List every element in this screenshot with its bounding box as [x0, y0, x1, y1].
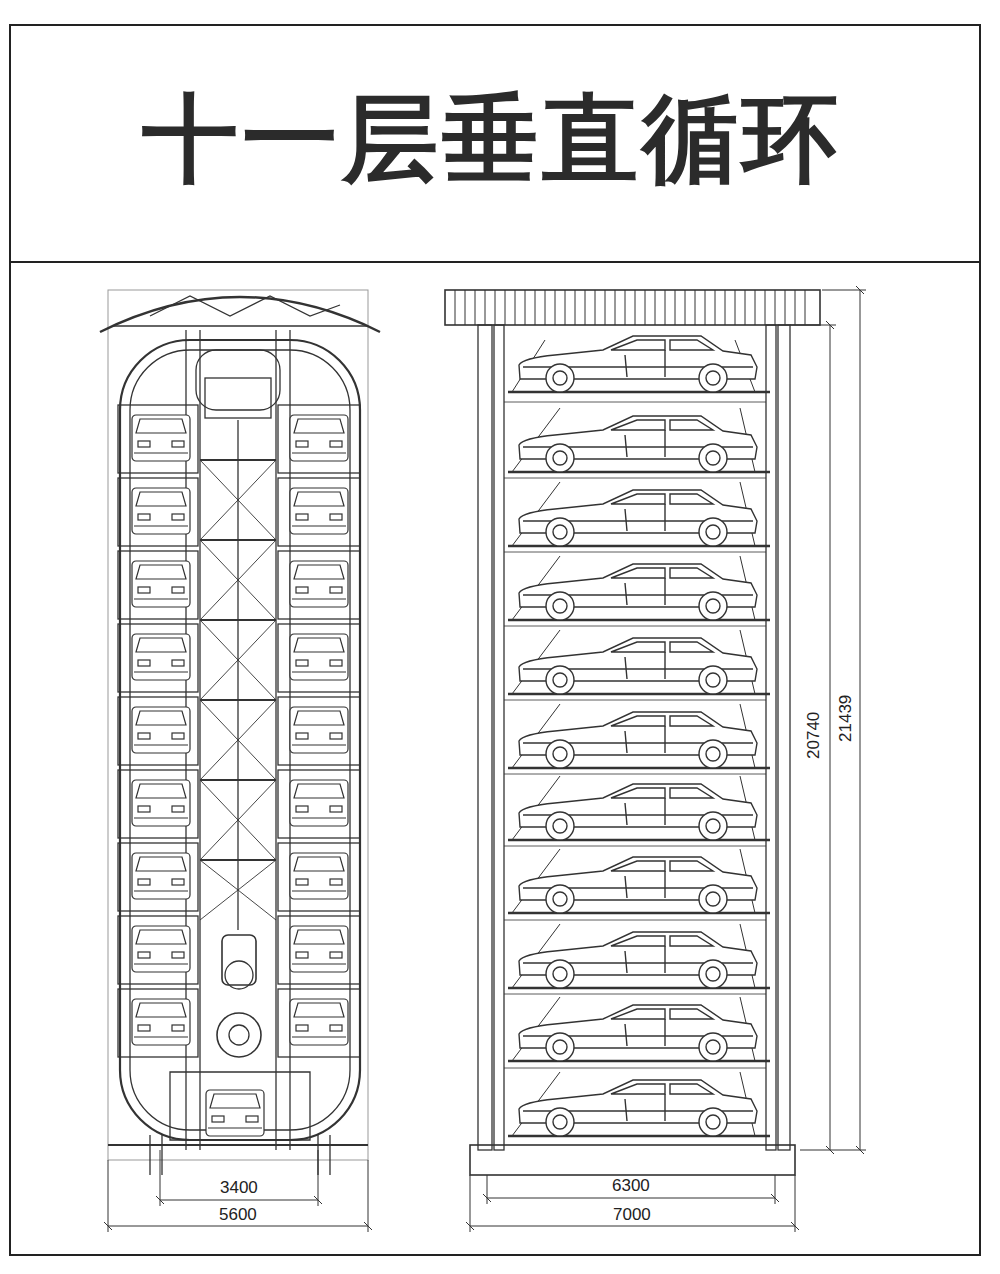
- page-frame: [10, 25, 980, 1255]
- dimension-label: 3400: [218, 1179, 260, 1198]
- dimension-label: 7000: [611, 1206, 653, 1225]
- dimension-label: 5600: [217, 1206, 259, 1225]
- dimension-label: 21439: [837, 693, 856, 744]
- side-view: [445, 290, 820, 1175]
- stored-cars: [519, 336, 757, 1136]
- diagram-title: 十一层垂直循环: [142, 87, 842, 193]
- dimension-label: 6300: [610, 1177, 652, 1196]
- front-view: [100, 290, 380, 1175]
- dimension-lines: [104, 286, 866, 1232]
- dimension-label: 20740: [805, 710, 824, 761]
